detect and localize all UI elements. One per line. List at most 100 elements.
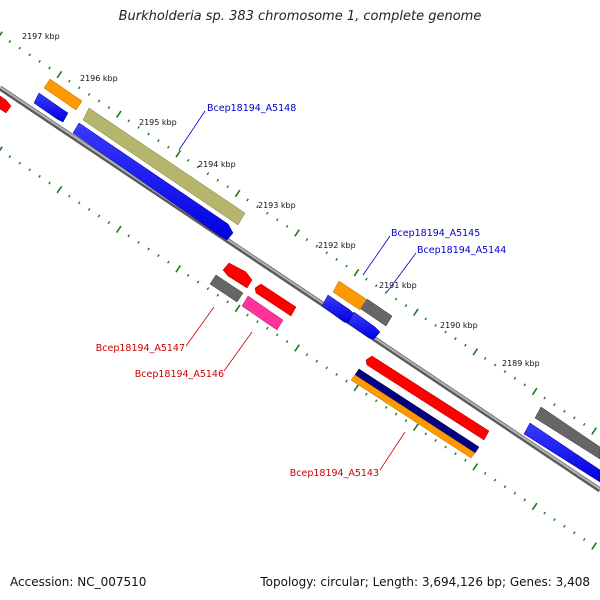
scale-minor-tick bbox=[464, 458, 467, 462]
gene-label-a5148[interactable]: Bcep18194_A5148 bbox=[207, 103, 296, 114]
scale-minor-tick bbox=[87, 92, 91, 96]
scale-minor-tick bbox=[77, 201, 81, 205]
genes-plus-inner bbox=[33, 92, 600, 483]
scale-minor-tick bbox=[384, 405, 388, 409]
scale-minor-tick bbox=[305, 238, 309, 242]
scale-minor-tick bbox=[226, 185, 230, 189]
scale-major-tick bbox=[412, 308, 419, 317]
scale-major-tick bbox=[353, 383, 360, 392]
scale-minor-tick bbox=[28, 168, 32, 172]
gene-label-a5143[interactable]: Bcep18194_A5143 bbox=[290, 468, 379, 479]
scale-minor-tick bbox=[68, 79, 71, 83]
scale-major-tick bbox=[115, 110, 122, 118]
scale-minor-tick bbox=[97, 99, 101, 103]
scale-minor-tick bbox=[582, 537, 586, 541]
scale-minor-tick bbox=[335, 372, 338, 376]
scale-major-tick bbox=[531, 502, 538, 511]
gene-label-a5145[interactable]: Bcep18194_A5145 bbox=[391, 228, 480, 239]
gene-orange-a5143[interactable] bbox=[350, 374, 476, 459]
scale-minor-tick bbox=[68, 194, 71, 198]
scale-minor-tick bbox=[216, 293, 220, 297]
kbp-label-2191: 2191 kbp bbox=[379, 281, 417, 290]
scale-minor-tick bbox=[77, 86, 81, 90]
gene-navy-a5143[interactable] bbox=[354, 368, 480, 454]
scale-minor-tick bbox=[563, 524, 566, 528]
gene-red-edge[interactable] bbox=[0, 95, 12, 114]
genes-minus bbox=[209, 262, 490, 459]
genome-summary-text: Topology: circular; Length: 3,694,126 bp… bbox=[260, 575, 590, 589]
gene-gray-2191[interactable] bbox=[360, 298, 393, 327]
scale-minor-tick bbox=[493, 363, 497, 367]
scale-major-tick bbox=[472, 348, 479, 356]
scale-major-tick bbox=[56, 70, 63, 79]
kbp-label-2193: 2193 kbp bbox=[258, 201, 296, 210]
scale-minor-tick bbox=[206, 287, 210, 291]
kbp-label-2192: 2192 kbp bbox=[318, 241, 356, 250]
gene-label-a5147[interactable]: Bcep18194_A5147 bbox=[96, 343, 185, 354]
scale-minor-tick bbox=[97, 214, 101, 218]
map-title: Burkholderia sp. 383 chromosome 1, compl… bbox=[118, 9, 482, 24]
scale-major-tick bbox=[56, 185, 63, 194]
leader-lines bbox=[178, 110, 417, 471]
gene-orange-2196[interactable] bbox=[43, 78, 83, 111]
scale-major-tick bbox=[531, 387, 538, 396]
scale-minor-tick bbox=[157, 139, 160, 143]
gene-olive-a5148[interactable] bbox=[82, 107, 246, 226]
gene-red-a5146[interactable] bbox=[254, 283, 297, 317]
gene-red-a5147-top[interactable] bbox=[222, 262, 253, 289]
gene-label-a5144[interactable]: Bcep18194_A5144 bbox=[417, 245, 506, 256]
scale-minor-tick bbox=[374, 284, 378, 288]
scale-minor-tick bbox=[285, 224, 289, 228]
scale-minor-tick bbox=[18, 161, 22, 165]
scale-minor-tick bbox=[345, 379, 348, 383]
scale-minor-tick bbox=[48, 66, 51, 70]
scale-minor-tick bbox=[315, 244, 319, 248]
gene-magenta-a5146[interactable] bbox=[241, 295, 284, 331]
scale-minor-tick bbox=[107, 221, 111, 225]
scale-minor-tick bbox=[513, 376, 517, 380]
scale-minor-tick bbox=[493, 478, 497, 482]
scale-major-tick bbox=[294, 229, 300, 237]
scale-minor-tick bbox=[572, 416, 576, 420]
gene-blue-2192b[interactable] bbox=[347, 311, 381, 340]
scale-minor-tick bbox=[444, 445, 447, 449]
scale-minor-tick bbox=[523, 383, 527, 387]
scale-minor-tick bbox=[147, 247, 150, 251]
gene-blue-a5148[interactable] bbox=[72, 122, 234, 241]
scale-minor-tick bbox=[365, 392, 368, 396]
gene-label-a5146[interactable]: Bcep18194_A5146 bbox=[135, 369, 224, 380]
scale-major-tick bbox=[234, 189, 241, 198]
scale-minor-tick bbox=[503, 370, 507, 374]
scale-minor-tick bbox=[444, 330, 447, 334]
scale-minor-tick bbox=[582, 422, 586, 426]
kbp-label-2197: 2197 kbp bbox=[22, 32, 60, 41]
scale-minor-tick bbox=[137, 125, 140, 129]
scale-minor-tick bbox=[345, 264, 348, 268]
gene-orange-2191[interactable] bbox=[332, 280, 367, 311]
gene-red-a5143[interactable] bbox=[365, 355, 490, 441]
scale-minor-tick bbox=[434, 323, 437, 327]
scale-minor-tick bbox=[226, 300, 230, 304]
scale-minor-tick bbox=[167, 260, 170, 264]
gene-blue-2189[interactable] bbox=[523, 422, 600, 483]
scale-minor-tick bbox=[137, 240, 140, 244]
scale-minor-tick bbox=[483, 356, 487, 360]
kbp-label-2195: 2195 kbp bbox=[139, 118, 177, 127]
genes-outer bbox=[0, 78, 600, 460]
gene-blue-2196[interactable] bbox=[33, 92, 69, 123]
scale-minor-tick bbox=[256, 205, 259, 209]
gene-gray-2189[interactable] bbox=[534, 406, 600, 460]
scale-minor-tick bbox=[394, 297, 398, 301]
scale-minor-tick bbox=[404, 419, 408, 423]
gene-gray-a5147[interactable] bbox=[209, 274, 244, 303]
scale-minor-tick bbox=[266, 326, 269, 330]
scale-minor-tick bbox=[523, 498, 527, 502]
kbp-label-2190: 2190 kbp bbox=[440, 321, 478, 330]
accession-text: Accession: NC_007510 bbox=[10, 575, 147, 589]
scale-minor-tick bbox=[404, 304, 408, 308]
scale-minor-tick bbox=[394, 412, 398, 416]
scale-minor-tick bbox=[513, 491, 517, 495]
backbone bbox=[0, 85, 600, 493]
scale-minor-tick bbox=[483, 471, 487, 475]
